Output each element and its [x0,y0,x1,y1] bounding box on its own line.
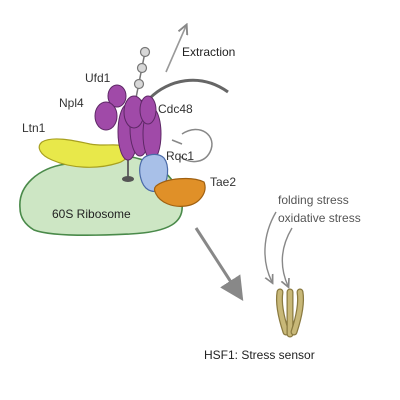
ltn1-protein [38,138,130,168]
folding-stress-arrow [264,211,277,282]
hsf1-trimer [276,288,304,338]
extraction-arc [148,78,229,100]
ribosome-label: 60S Ribosome [52,207,131,221]
signal-arrow [194,227,244,302]
exit-tunnel [122,176,134,182]
ubiquitin-chain [133,46,151,99]
rqc1-cycle-arrow [179,128,213,163]
tae2-protein [153,177,206,207]
ltn1-label: Ltn1 [22,121,46,135]
npl4-label: Npl4 [59,96,84,110]
extraction-arrow [165,26,186,73]
oxidative-stress-label: oxidative stress [278,211,361,225]
extraction-label: Extraction [182,45,235,59]
npl4-protein [94,101,118,131]
cdc48-label: Cdc48 [158,102,193,116]
oxidative-stress-arrow [282,227,293,286]
rqc1-tbar [171,139,183,145]
tae2-label: Tae2 [210,175,236,189]
rqc1-label: Rqc1 [166,149,194,163]
ufd1-protein [107,84,127,108]
folding-stress-label: folding stress [278,193,349,207]
cdc48-subunit [139,95,157,125]
cdc48-complex [94,84,162,161]
hsf1-label: HSF1: Stress sensor [204,348,315,362]
ufd1-label: Ufd1 [85,71,111,85]
